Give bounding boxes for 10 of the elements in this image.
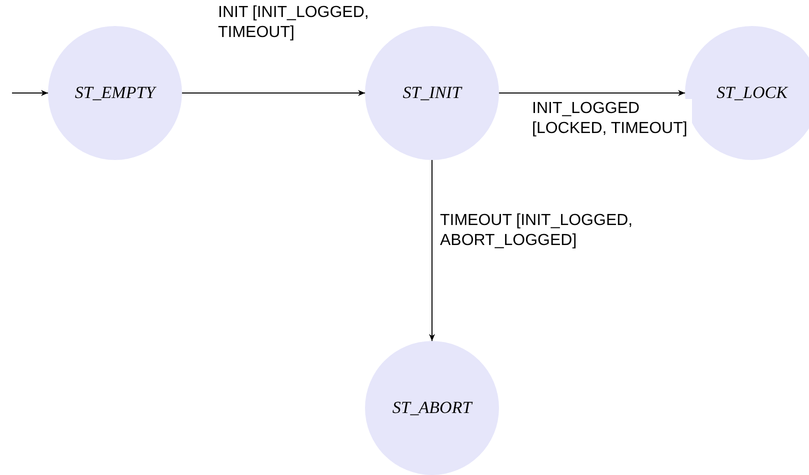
- state-name: ST_ABORT: [392, 397, 472, 420]
- edge-label: INIT_LOGGED [LOCKED, TIMEOUT]: [532, 99, 692, 139]
- arrow: [182, 90, 366, 96]
- state-name: ST_LOCK: [716, 82, 788, 104]
- arrow: [429, 160, 435, 342]
- arrow: [12, 90, 48, 96]
- state-name: ST_INIT: [402, 82, 462, 104]
- edge-label: INIT [INIT_LOGGED, TIMEOUT]: [218, 3, 388, 43]
- arrow: [498, 90, 686, 96]
- state-name: ST_EMPTY: [74, 82, 156, 104]
